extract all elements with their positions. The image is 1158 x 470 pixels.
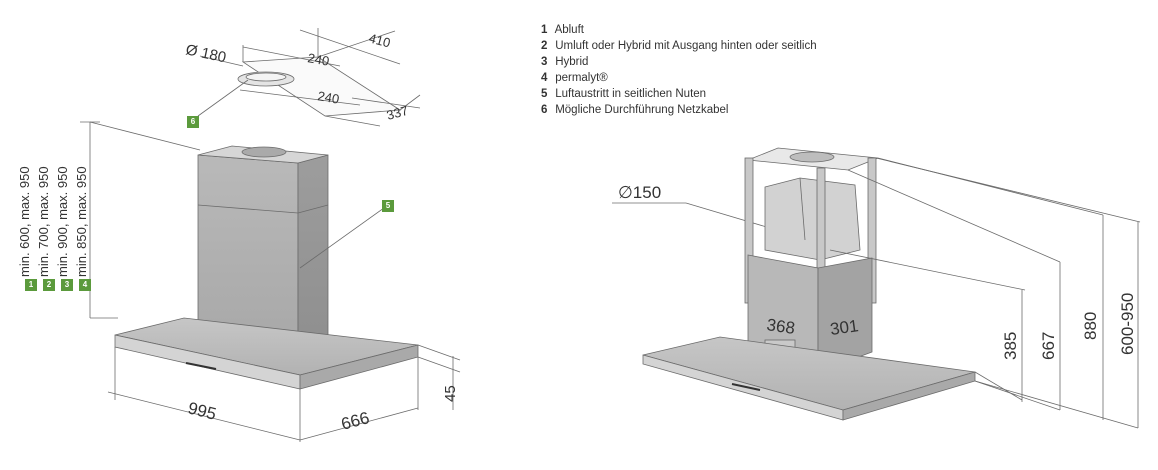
legend-item: 4 permalyt®	[541, 70, 817, 86]
dim-height-45: 45	[442, 385, 459, 402]
legend-text: permalyt®	[555, 72, 608, 84]
legend-number: 4	[541, 72, 548, 84]
filter-box	[764, 177, 861, 261]
badge-6: 6	[187, 116, 199, 128]
dim-depth-666: 666	[339, 408, 371, 434]
legend-number: 5	[541, 88, 548, 100]
dim-301: 301	[829, 316, 860, 339]
height-range-1: min. 600, max. 950	[17, 166, 32, 277]
height-range-3: min. 900, max. 950	[55, 166, 70, 277]
dim-880: 880	[1081, 312, 1100, 340]
badge-2: 2	[43, 279, 55, 291]
left-hood-drawing	[80, 28, 461, 442]
height-range-4: min. 850, max. 950	[74, 166, 89, 277]
badge-5: 5	[382, 200, 394, 212]
dim-385: 385	[1001, 332, 1020, 360]
dim-368: 368	[765, 315, 796, 338]
right-hood-drawing	[612, 147, 1141, 429]
legend-item: 3 Hybrid	[541, 54, 817, 70]
legend-item: 5 Luftaustritt in seitlichen Nuten	[541, 86, 817, 102]
legend-text: Abluft	[554, 24, 584, 36]
legend-text: Luftaustritt in seitlichen Nuten	[555, 88, 707, 100]
legend-number: 6	[541, 104, 548, 116]
legend-text: Umluft oder Hybrid mit Ausgang hinten od…	[555, 40, 817, 52]
dim-667: 667	[1039, 332, 1058, 360]
legend-text: Hybrid	[555, 56, 589, 68]
dim-top-240a: 240	[306, 50, 330, 69]
legend-text: Mögliche Durchführung Netzkabel	[555, 104, 729, 116]
legend: 1 Abluft 2 Umluft oder Hybrid mit Ausgan…	[541, 22, 817, 118]
legend-item: 1 Abluft	[541, 22, 817, 38]
dim-top-240b: 240	[316, 88, 340, 107]
legend-number: 1	[541, 24, 548, 36]
dim-diameter-150: ∅150	[618, 183, 661, 202]
dim-top-410: 410	[367, 30, 392, 50]
dim-top-337: 337	[385, 103, 410, 123]
chimney-side	[297, 154, 329, 361]
badge-1: 1	[25, 279, 37, 291]
dim-duct-diameter: Ø 180	[184, 41, 228, 66]
dim-range-600-950: 600-950	[1118, 293, 1137, 355]
badge-3: 3	[61, 279, 73, 291]
legend-number: 3	[541, 56, 548, 68]
legend-item: 2 Umluft oder Hybrid mit Ausgang hinten …	[541, 38, 817, 54]
legend-item: 6 Mögliche Durchführung Netzkabel	[541, 102, 817, 118]
height-range-2: min. 700, max. 950	[36, 166, 51, 277]
badge-4: 4	[79, 279, 91, 291]
legend-number: 2	[541, 40, 548, 52]
dim-width-995: 995	[186, 398, 218, 423]
